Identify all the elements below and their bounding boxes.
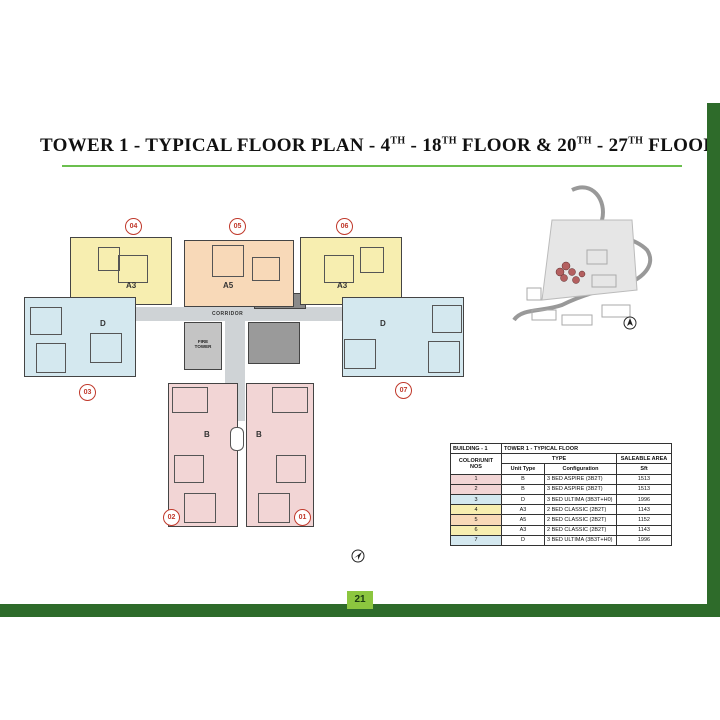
- configuration-cell: 3 BED ULTIMA (3B3T+H0): [544, 534, 617, 546]
- unit-number-cell: 6: [450, 524, 502, 536]
- page-title: TOWER 1 - TYPICAL FLOOR PLAN - 4TH - 18T…: [40, 135, 718, 156]
- side-accent-bar: [707, 103, 720, 615]
- room: [98, 247, 120, 271]
- corridor-label: CORRIDOR: [212, 311, 244, 317]
- unit-type-cell: B: [501, 483, 545, 495]
- unit-06: [300, 237, 402, 305]
- room: [118, 255, 148, 283]
- room: [344, 339, 376, 369]
- unit-number-cell: 7: [450, 534, 502, 546]
- room: [324, 255, 354, 283]
- unit-number-03: 03: [79, 384, 96, 401]
- room: [432, 305, 462, 333]
- unit-area-table: BUILDING - 1 TOWER 1 - TYPICAL FLOOR COL…: [450, 442, 672, 546]
- floor-plan: CORRIDOR FIRE TOWER A3 04 A5 05 A3 06 D …: [24, 215, 474, 535]
- table-header-unit-nos: COLOR/UNIT NOS: [450, 453, 502, 475]
- unit-number-cell: 5: [450, 514, 502, 526]
- page-number: 21: [347, 591, 373, 609]
- area-cell: 1513: [616, 473, 672, 485]
- unit-number-04: 04: [125, 218, 142, 235]
- unit-number-05: 05: [229, 218, 246, 235]
- unit-type-cell: D: [501, 534, 545, 546]
- configuration-cell: 3 BED ULTIMA (3B3T+H0): [544, 493, 617, 506]
- room: [258, 493, 290, 523]
- area-cell: 1143: [616, 524, 672, 536]
- unit-type-04: A3: [126, 281, 137, 290]
- room: [30, 307, 62, 335]
- table-header-building: BUILDING - 1: [450, 442, 502, 455]
- north-arrow-icon: [351, 549, 365, 563]
- room: [276, 455, 306, 483]
- unit-type-07: D: [380, 319, 386, 328]
- room: [36, 343, 66, 373]
- room: [174, 455, 204, 483]
- room: [272, 387, 308, 413]
- lift-core: [248, 322, 300, 364]
- area-cell: 1143: [616, 504, 672, 516]
- configuration-cell: 3 BED ASPIRE (3B2T): [544, 473, 617, 485]
- unit-number-07: 07: [395, 382, 412, 399]
- room: [360, 247, 384, 273]
- unit-type-cell: A3: [501, 524, 545, 536]
- unit-03: [24, 297, 136, 377]
- unit-type-02: B: [204, 430, 210, 439]
- unit-07: [342, 297, 464, 377]
- table-header-floor: TOWER 1 - TYPICAL FLOOR: [501, 442, 672, 455]
- table-header-unit-type: Unit Type: [501, 463, 545, 475]
- unit-number-06: 06: [336, 218, 353, 235]
- unit-number-02: 02: [163, 509, 180, 526]
- room: [184, 493, 216, 523]
- table-header-row: COLOR/UNIT NOS TYPE SALEABLE AREA: [450, 453, 672, 475]
- unit-type-cell: B: [501, 473, 545, 485]
- unit-number-01: 01: [294, 509, 311, 526]
- table-header-sft: Sft: [616, 463, 672, 475]
- area-cell: 1513: [616, 483, 672, 495]
- title-divider: [62, 165, 682, 167]
- configuration-cell: 2 BED CLASSIC (2B2T): [544, 514, 617, 526]
- dining-table: [230, 427, 244, 451]
- unit-05: [184, 240, 294, 307]
- table-header-row: BUILDING - 1 TOWER 1 - TYPICAL FLOOR: [450, 442, 672, 455]
- unit-number-cell: 2: [450, 483, 502, 495]
- configuration-cell: 2 BED CLASSIC (2B2T): [544, 504, 617, 516]
- configuration-cell: 2 BED CLASSIC (2B2T): [544, 524, 617, 536]
- unit-type-05: A5: [223, 281, 234, 290]
- corridor: [134, 307, 364, 321]
- key-plan-map: [512, 185, 653, 330]
- unit-number-cell: 3: [450, 493, 502, 506]
- room: [90, 333, 122, 363]
- area-cell: 1152: [616, 514, 672, 526]
- footer-bar: [0, 604, 720, 617]
- table-header-saleable-area: SALEABLE AREA: [616, 453, 672, 465]
- unit-number-cell: 1: [450, 473, 502, 485]
- room: [172, 387, 208, 413]
- room: [212, 245, 244, 277]
- unit-type-01: B: [256, 430, 262, 439]
- unit-type-cell: D: [501, 493, 545, 506]
- room: [252, 257, 280, 281]
- fire-tower: FIRE TOWER: [184, 322, 222, 370]
- table-header-configuration: Configuration: [544, 463, 617, 475]
- area-cell: 1996: [616, 534, 672, 546]
- room: [428, 341, 460, 373]
- unit-number-cell: 4: [450, 504, 502, 516]
- unit-type-cell: A5: [501, 514, 545, 526]
- unit-type-03: D: [100, 319, 106, 328]
- unit-type-cell: A3: [501, 504, 545, 516]
- table-header-type: TYPE: [501, 453, 617, 465]
- unit-type-06: A3: [337, 281, 348, 290]
- area-cell: 1996: [616, 493, 672, 506]
- configuration-cell: 3 BED ASPIRE (3B2T): [544, 483, 617, 495]
